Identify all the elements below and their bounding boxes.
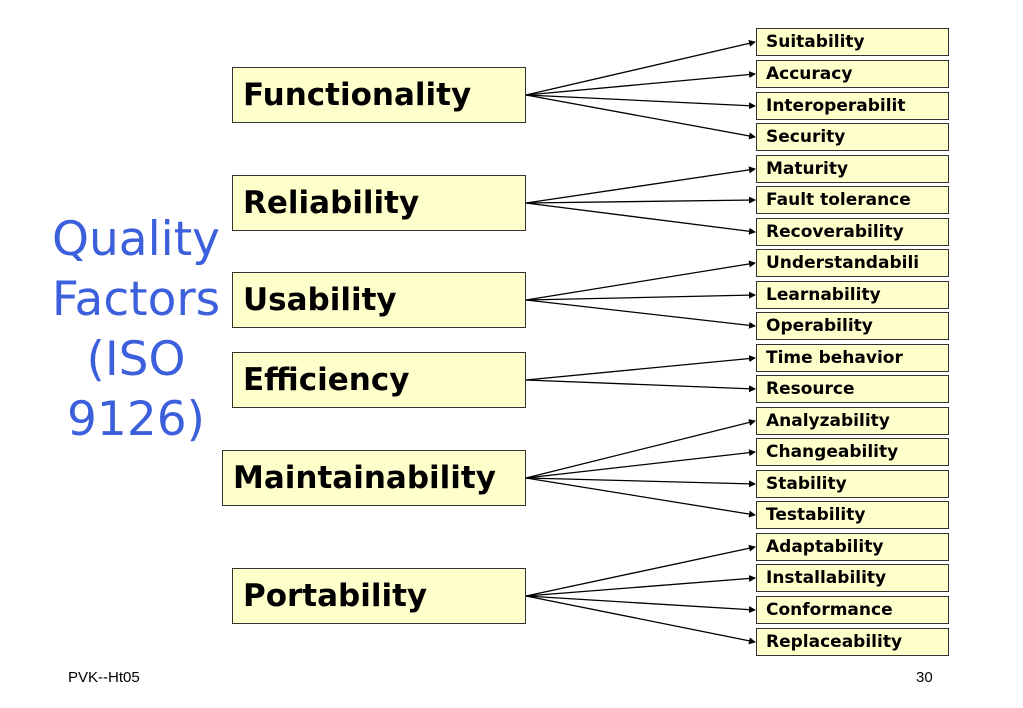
connector-arrow (525, 574, 756, 597)
connector-arrow (525, 595, 756, 614)
factor-maintainability: Maintainability (222, 450, 526, 506)
sub-installability: Installability (756, 564, 949, 592)
connector-arrow (525, 94, 756, 140)
sub-learnability: Learnability (756, 281, 949, 309)
connector-arrow (525, 477, 756, 518)
slide-title: Quality Factors (ISO 9126) (40, 210, 232, 450)
connector-arrow (525, 196, 756, 204)
connector-arrow (525, 379, 756, 393)
connector-arrow (525, 355, 756, 381)
title-line-4: 9126) (67, 392, 205, 447)
title-line-1: Quality (52, 212, 220, 267)
factor-portability: Portability (232, 568, 526, 624)
sub-operability: Operability (756, 312, 949, 340)
connector-arrow (525, 477, 756, 488)
connector-arrow (525, 202, 756, 235)
sub-time-behavior: Time behavior (756, 344, 949, 372)
sub-security: Security (756, 123, 949, 151)
sub-understandability: Understandabili (756, 249, 949, 277)
connector-arrow (525, 419, 756, 479)
sub-accuracy: Accuracy (756, 60, 949, 88)
connector-arrow (525, 449, 756, 479)
connector-arrow (525, 166, 756, 204)
connector-arrow (525, 260, 756, 301)
sub-maturity: Maturity (756, 155, 949, 183)
sub-analyzability: Analyzability (756, 407, 949, 435)
factor-efficiency: Efficiency (232, 352, 526, 408)
factor-functionality: Functionality (232, 67, 526, 123)
footer-label: PVK--Ht05 (68, 669, 140, 686)
connector-arrow (525, 94, 756, 110)
sub-testability: Testability (756, 501, 949, 529)
connector-arrow (525, 544, 756, 597)
page-number: 30 (916, 669, 933, 686)
title-line-3: (ISO (86, 332, 186, 387)
sub-resource: Resource (756, 375, 949, 403)
factor-reliability: Reliability (232, 175, 526, 231)
connector-arrow (525, 39, 756, 96)
title-line-2: Factors (51, 272, 221, 327)
sub-adaptability: Adaptability (756, 533, 949, 561)
sub-conformance: Conformance (756, 596, 949, 624)
sub-suitability: Suitability (756, 28, 949, 56)
sub-interoperability: Interoperabilit (756, 92, 949, 120)
sub-recoverability: Recoverability (756, 218, 949, 246)
sub-fault-tolerance: Fault tolerance (756, 186, 949, 214)
factor-usability: Usability (232, 272, 526, 328)
sub-changeability: Changeability (756, 438, 949, 466)
connector-arrow (525, 291, 756, 301)
sub-replaceability: Replaceability (756, 628, 949, 656)
connector-arrow (525, 299, 756, 329)
sub-stability: Stability (756, 470, 949, 498)
connector-arrow (525, 71, 756, 96)
connector-arrow (525, 595, 756, 645)
